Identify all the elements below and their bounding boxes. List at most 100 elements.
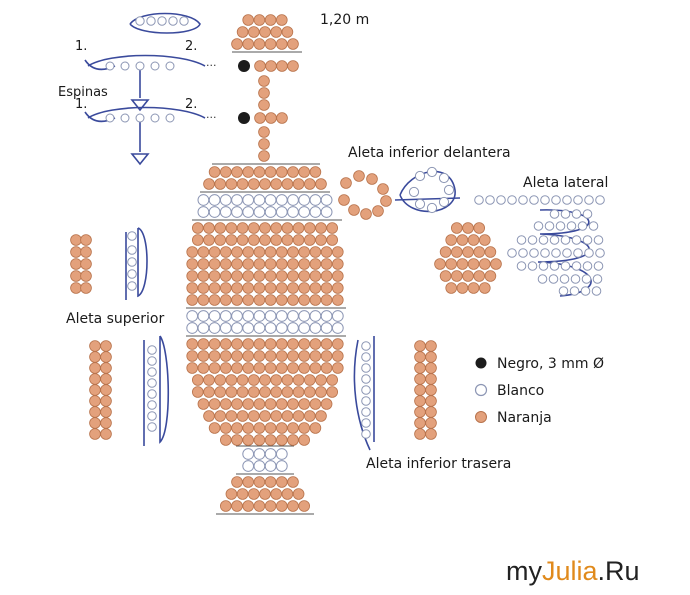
body-bead: [231, 476, 243, 488]
body-bead: [203, 234, 215, 246]
body-bead: [186, 362, 199, 374]
body-bead: [242, 398, 255, 410]
body-bead: [225, 234, 238, 246]
lateral-fin-bead: [473, 246, 486, 258]
body-bead: [186, 338, 199, 350]
body-bead: [197, 294, 210, 306]
upper-fin-bead: [80, 282, 92, 294]
espina-thread-top: [87, 54, 206, 67]
rear-fin-bead: [414, 351, 426, 363]
body-bead: [331, 362, 344, 374]
body-bead: [309, 350, 322, 362]
legend-label-orange: Naranja: [497, 410, 552, 426]
body-bead: [309, 258, 322, 270]
espina-bead: [157, 16, 167, 26]
body-bead: [242, 476, 255, 488]
body-bead: [231, 500, 243, 512]
body-bead: [242, 282, 255, 294]
body-bead: [275, 422, 288, 434]
body-bead: [275, 500, 288, 512]
lateral-fin-bead: [540, 248, 550, 258]
body-bead: [331, 246, 344, 258]
rear-fin-bead: [425, 417, 437, 429]
head-bead: [281, 26, 294, 38]
upper-fin-thread: [125, 227, 148, 300]
body-bead: [326, 222, 339, 234]
body-bead: [331, 350, 344, 362]
body-bead: [259, 234, 271, 246]
rear-fin-thread: [353, 336, 375, 451]
body-bead: [331, 258, 344, 270]
body-bead: [253, 460, 266, 472]
body-bead: [298, 350, 311, 362]
body-bead: [303, 410, 316, 422]
upper-fin-bead: [100, 362, 112, 374]
upper-fin-bead: [147, 378, 157, 388]
continuation-dots: ···: [206, 111, 217, 124]
upper-fin-bead: [89, 340, 101, 352]
body-bead: [253, 310, 266, 322]
body-bead: [236, 374, 249, 386]
body-bead: [320, 206, 333, 218]
body-bead: [326, 374, 339, 386]
body-bead: [320, 258, 333, 270]
body-bead: [275, 434, 288, 446]
body-bead: [292, 234, 305, 246]
body-bead: [248, 386, 260, 398]
spine-bead: [258, 126, 270, 138]
head-bead: [287, 38, 299, 50]
body-bead: [270, 386, 283, 398]
head-bead: [275, 38, 288, 50]
body-bead: [231, 310, 243, 322]
head-bead: [264, 38, 277, 50]
lateral-fin-bead: [538, 261, 549, 271]
espina-bead: [135, 16, 145, 26]
lateral-fin-bead: [584, 248, 594, 258]
body-bead: [231, 194, 243, 206]
lateral-fin-bead: [592, 274, 603, 284]
body-bead: [298, 294, 311, 306]
body-bead: [303, 386, 316, 398]
body-bead: [197, 350, 210, 362]
body-bead: [264, 500, 277, 512]
body-bead: [264, 398, 277, 410]
lateral-fin-bead: [571, 235, 582, 245]
body-bead: [219, 310, 232, 322]
front-fin-bead: [338, 194, 350, 206]
body-bead: [259, 222, 271, 234]
body-bead: [315, 374, 327, 386]
body-bead: [275, 294, 288, 306]
body-bead: [320, 194, 333, 206]
body-bead: [253, 258, 266, 270]
body-bead: [231, 258, 243, 270]
rear-fin-bead: [414, 428, 426, 440]
body-bead: [264, 422, 277, 434]
body-bead: [192, 222, 204, 234]
upper-fin-bead: [80, 246, 92, 258]
front-fin-ring-bead: [414, 170, 426, 182]
body-bead: [287, 282, 299, 294]
front-fin-ring-bead: [426, 166, 438, 178]
body-bead: [331, 282, 344, 294]
upper-fin-bead: [127, 281, 137, 291]
body-bead: [320, 338, 333, 350]
eye-bead-top: [238, 60, 250, 72]
front-fin-ring-bead: [438, 196, 450, 208]
body-bead: [331, 310, 344, 322]
body-bead: [231, 246, 243, 258]
lateral-fin-bead: [584, 195, 594, 205]
upper-fin-thread: [143, 335, 170, 446]
head-bead: [264, 14, 277, 26]
body-bead: [298, 282, 311, 294]
body-bead: [298, 310, 311, 322]
rear-fin-bead: [414, 395, 426, 407]
label-aleta-superior: Aleta superior: [66, 311, 164, 327]
body-bead: [203, 222, 215, 234]
lateral-fin-bead: [518, 195, 528, 205]
body-bead: [231, 398, 243, 410]
body-bead: [197, 338, 210, 350]
lateral-fin-bead: [560, 235, 571, 245]
lateral-fin-bead: [558, 286, 569, 296]
body-bead: [275, 362, 288, 374]
body-bead: [287, 422, 299, 434]
